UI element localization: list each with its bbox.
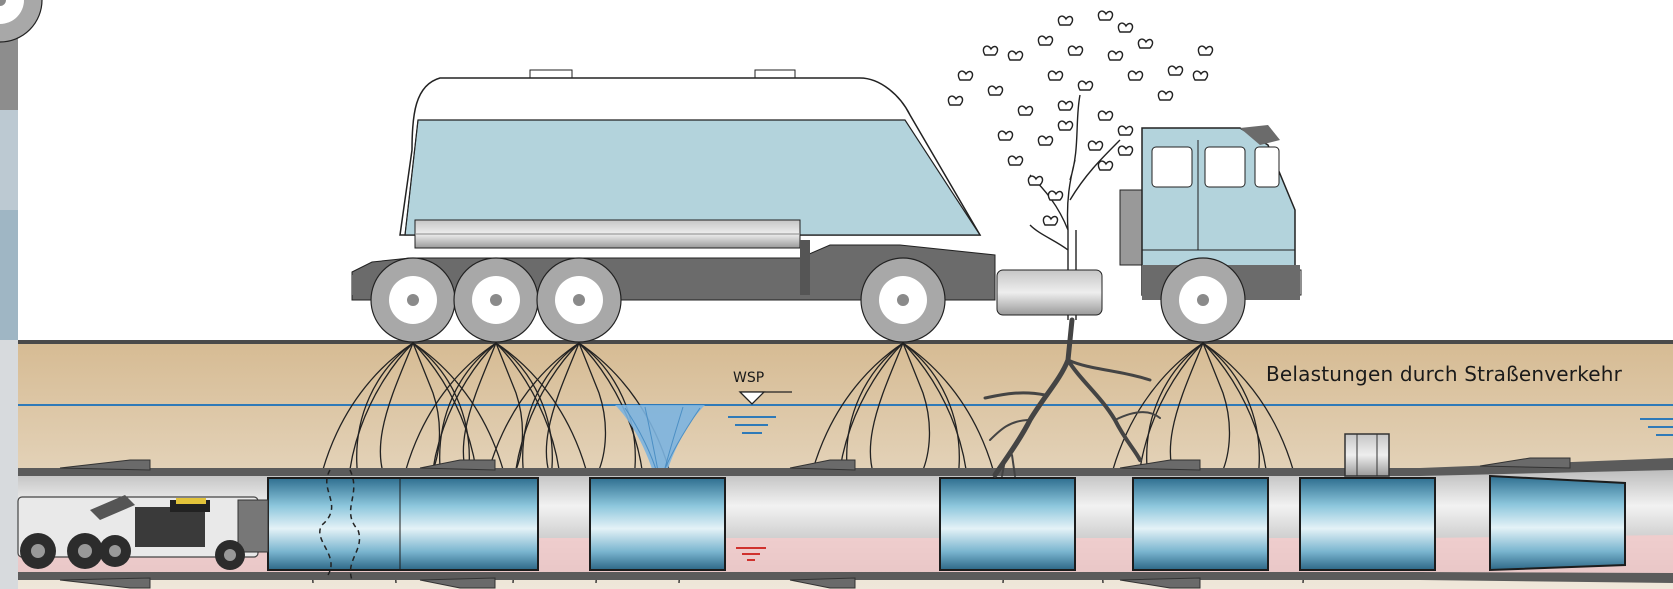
liner-5 (1300, 478, 1435, 570)
lateral-connection (1345, 434, 1389, 476)
photo-strip (0, 0, 18, 589)
liner-3 (940, 478, 1075, 570)
liner-segments (268, 476, 1625, 570)
liner-1 (268, 478, 538, 570)
ground-surface (18, 340, 1673, 344)
traffic-load-label: Belastungen durch Straßenverkehr (1266, 362, 1622, 386)
liner-2 (590, 478, 725, 570)
liner-6 (1490, 476, 1625, 570)
liner-4 (1133, 478, 1268, 570)
water-level-label: WSP (733, 370, 764, 386)
